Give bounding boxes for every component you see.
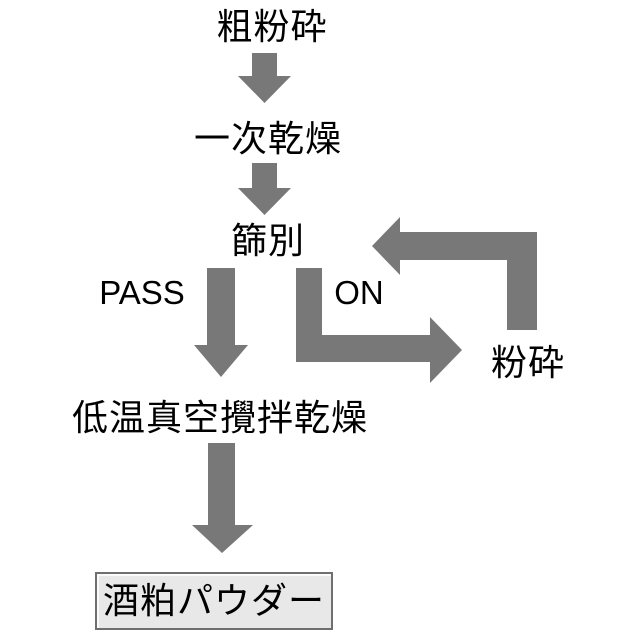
node-powder-label: 酒粕パウダー (102, 580, 325, 621)
node-primary-drying: 一次乾燥 (193, 118, 343, 159)
branch-label-on: ON (334, 274, 384, 311)
arrow-coarse-to-primary-down-icon (238, 53, 291, 103)
arrow-primary-to-sieving-down-icon (238, 163, 291, 215)
node-sieving: 篩別 (230, 220, 306, 261)
arrow-grinding-to-sieving-return-icon (372, 217, 537, 330)
branch-label-pass: PASS (99, 274, 185, 311)
node-powder-box: 酒粕パウダー (95, 572, 333, 630)
arrow-on-to-grinding-elbow-icon (296, 268, 462, 383)
node-grinding: 粉砕 (490, 342, 566, 383)
node-vacuum-drying: 低温真空攪拌乾燥 (71, 397, 369, 438)
node-coarse-grinding: 粗粉砕 (216, 6, 328, 47)
arrow-pass-to-vacuum-down-icon (194, 268, 248, 377)
arrow-vacuum-to-powder-down-icon (192, 443, 253, 553)
